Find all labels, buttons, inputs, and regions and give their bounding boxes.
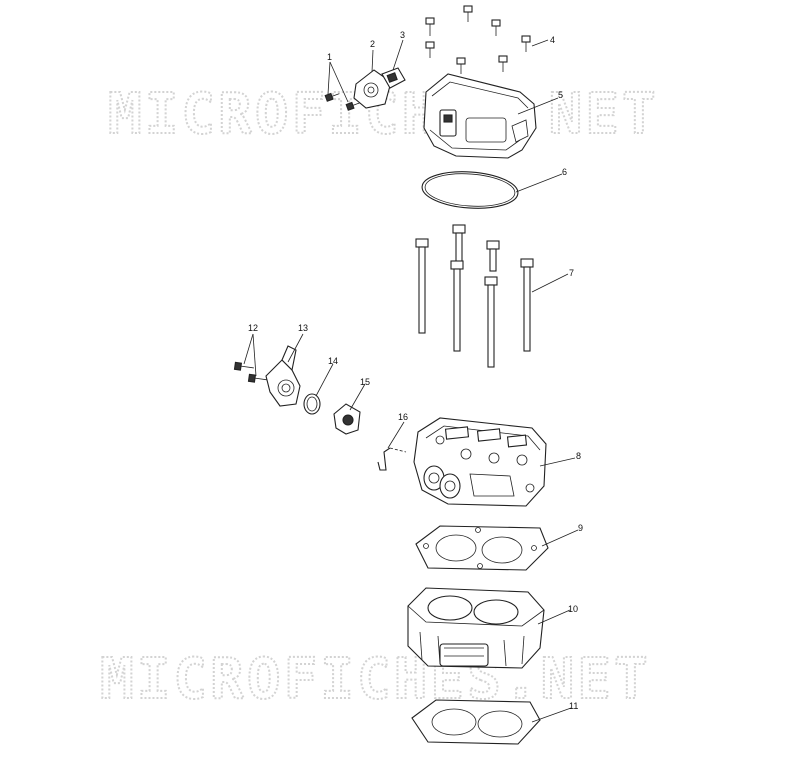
- cover-gasket-inner: [424, 173, 516, 207]
- bleed-fitting[interactable]: [377, 447, 407, 471]
- cover-plate[interactable]: [381, 67, 406, 89]
- cover-bolts[interactable]: [425, 5, 531, 74]
- water-outlet[interactable]: [265, 345, 301, 407]
- callout-labels: 1 2 3 4 5 6 7 8 9 10 11 12 13 14 15 16: [248, 30, 583, 711]
- callout-12: 12: [248, 323, 258, 333]
- cylinder-head[interactable]: [413, 417, 547, 507]
- water-outlet-bolts[interactable]: [233, 361, 268, 384]
- cylinder-block[interactable]: [407, 587, 545, 669]
- cover-gasket[interactable]: [421, 169, 519, 212]
- callout-4: 4: [550, 35, 555, 45]
- callout-8: 8: [576, 451, 581, 461]
- callout-2: 2: [370, 39, 375, 49]
- callout-10: 10: [568, 604, 578, 614]
- callout-3: 3: [400, 30, 405, 40]
- callout-7: 7: [569, 268, 574, 278]
- callout-9: 9: [578, 523, 583, 533]
- outlet-o-ring-inner: [306, 396, 318, 412]
- base-gasket[interactable]: [411, 699, 541, 745]
- thermostat-housing[interactable]: [353, 69, 392, 109]
- valve-cover[interactable]: [423, 73, 537, 159]
- callout-5: 5: [558, 90, 563, 100]
- leader-lines: [243, 39, 579, 723]
- callout-6: 6: [562, 167, 567, 177]
- small-screws[interactable]: [324, 91, 361, 111]
- watermark-bottom: MICROFICHES.NET: [100, 647, 651, 712]
- thermostat[interactable]: [333, 403, 361, 435]
- callout-15: 15: [360, 377, 370, 387]
- callout-1: 1: [327, 52, 332, 62]
- callout-13: 13: [298, 323, 308, 333]
- callout-14: 14: [328, 356, 338, 366]
- head-gasket[interactable]: [415, 525, 549, 571]
- callout-16: 16: [398, 412, 408, 422]
- head-bolts[interactable]: [415, 224, 534, 368]
- callout-11: 11: [569, 701, 578, 711]
- outlet-o-ring[interactable]: [303, 393, 321, 415]
